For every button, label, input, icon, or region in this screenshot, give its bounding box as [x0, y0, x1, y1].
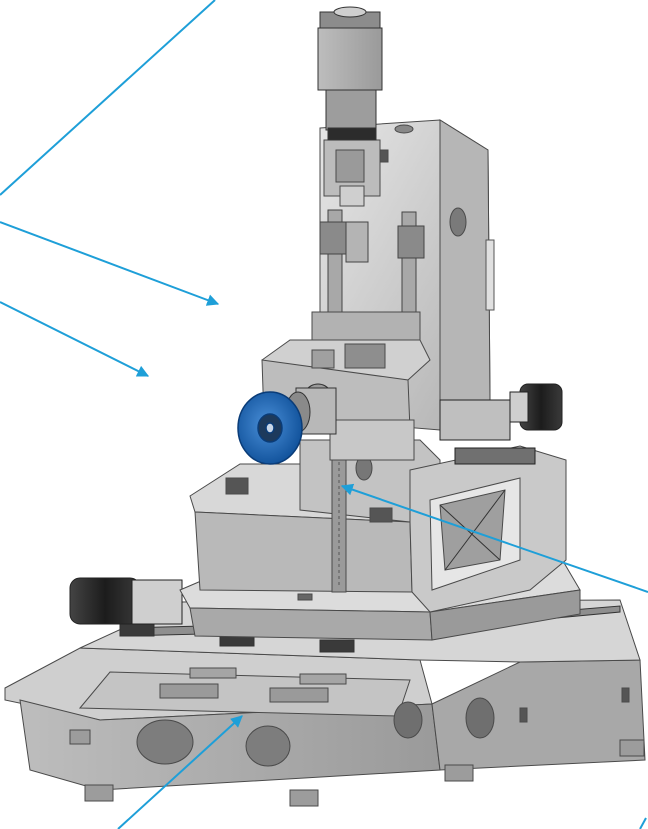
leader-line-4	[340, 483, 648, 593]
pedestal	[189, 439, 441, 593]
spindle-head-housing	[323, 139, 381, 207]
leader-line-3	[0, 301, 150, 377]
x-axis-motor	[69, 577, 183, 625]
right-frame	[409, 445, 567, 613]
leader-line-2	[0, 221, 220, 306]
leader-line-5	[117, 715, 243, 829]
spindle-motor	[317, 6, 383, 141]
column-rails	[319, 209, 425, 333]
y-axis-motor	[439, 383, 563, 465]
grinding-wheel-icon	[237, 391, 303, 465]
leader-line-6	[639, 817, 647, 829]
leader-line-1	[0, 0, 216, 196]
